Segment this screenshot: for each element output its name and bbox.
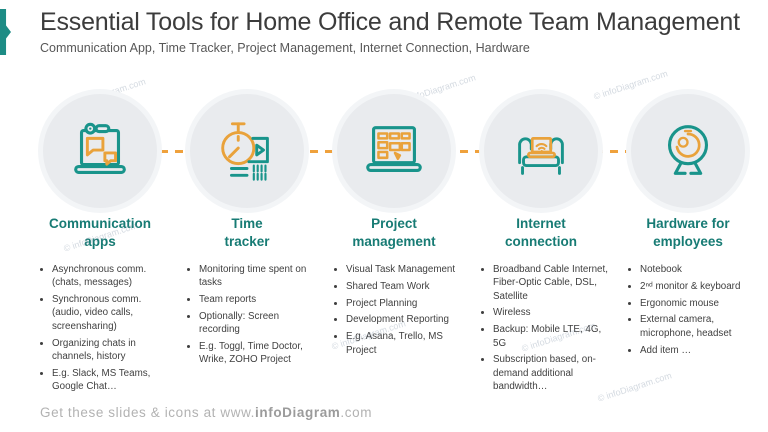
- bullet-list-internet-connection: Broadband Cable Internet, Fiber-Optic Ca…: [479, 263, 613, 397]
- list-item: E.g. Slack, MS Teams, Google Chat…: [52, 367, 172, 394]
- column-heading-internet-connection: Internet connection: [504, 216, 577, 249]
- brand-name: infoDiagram: [255, 405, 341, 420]
- list-item: Development Reporting: [346, 313, 466, 326]
- laptop-chat-icon: [74, 122, 126, 174]
- bullet-list-project-management: Visual Task ManagementShared Team WorkPr…: [332, 263, 466, 360]
- column-heading-project-management: Project management: [352, 216, 436, 249]
- list-item: Synchronous comm. (audio, video calls, s…: [52, 293, 172, 333]
- page-title: Essential Tools for Home Office and Remo…: [40, 8, 740, 36]
- tool-circle-internet-connection: [484, 94, 598, 208]
- footer-text: Get these slides & icons at www.infoDiag…: [40, 405, 372, 420]
- list-item: Organizing chats in channels, history: [52, 337, 172, 364]
- list-item: Ergonomic mouse: [640, 297, 760, 310]
- bullet-list-time-tracker: Monitoring time spent on tasksTeam repor…: [185, 263, 319, 370]
- list-item: Subscription based, on-demand additional…: [493, 353, 613, 393]
- list-item: Broadband Cable Internet, Fiber-Optic Ca…: [493, 263, 613, 303]
- watermark: © infoDiagram.com: [592, 68, 669, 102]
- list-item: Wireless: [493, 306, 613, 319]
- footer-suffix: .com: [340, 405, 373, 420]
- column-heading-time-tracker: Time tracker: [224, 216, 270, 249]
- stopwatch-icon: [221, 122, 269, 181]
- list-item: Notebook: [640, 263, 760, 276]
- tool-circle-hardware: [631, 94, 745, 208]
- list-item: Visual Task Management: [346, 263, 466, 276]
- tool-circle-time-tracker: [190, 94, 304, 208]
- list-item: Shared Team Work: [346, 280, 466, 293]
- list-item: Optionally: Screen recording: [199, 310, 319, 337]
- list-item: Monitoring time spent on tasks: [199, 263, 319, 290]
- list-item: Project Planning: [346, 297, 466, 310]
- sofa-wifi-icon: [518, 137, 564, 175]
- tool-circle-communication: [43, 94, 157, 208]
- footer-prefix: Get these slides & icons at www.: [40, 405, 256, 420]
- column-heading-hardware: Hardware for employees: [646, 216, 730, 249]
- list-item: Add item …: [640, 344, 760, 357]
- list-item: External camera, microphone, headset: [640, 313, 760, 340]
- list-item: Backup: Mobile LTE, 4G, 5G: [493, 323, 613, 350]
- list-item: 2ⁿᵈ monitor & keyboard: [640, 280, 760, 293]
- list-item: E.g. Toggl, Time Doctor, Wrike, ZOHO Pro…: [199, 340, 319, 367]
- list-item: E.g. Asana, Trello, MS Project: [346, 330, 466, 357]
- bullet-list-communication: Asynchronous comm. (chats, messages) Sync…: [38, 263, 172, 397]
- title-accent-bar: [0, 9, 11, 55]
- list-item: Asynchronous comm. (chats, messages): [52, 263, 172, 290]
- list-item: Team reports: [199, 293, 319, 306]
- page-subtitle: Communication App, Time Tracker, Project…: [40, 41, 530, 55]
- kanban-laptop-icon: [366, 126, 422, 172]
- tool-circle-project-management: [337, 94, 451, 208]
- column-heading-communication: Communication apps: [48, 216, 151, 249]
- bullet-list-hardware: Notebook 2ⁿᵈ monitor & keyboardErgonomic …: [626, 263, 760, 360]
- webcam-icon: [667, 125, 709, 175]
